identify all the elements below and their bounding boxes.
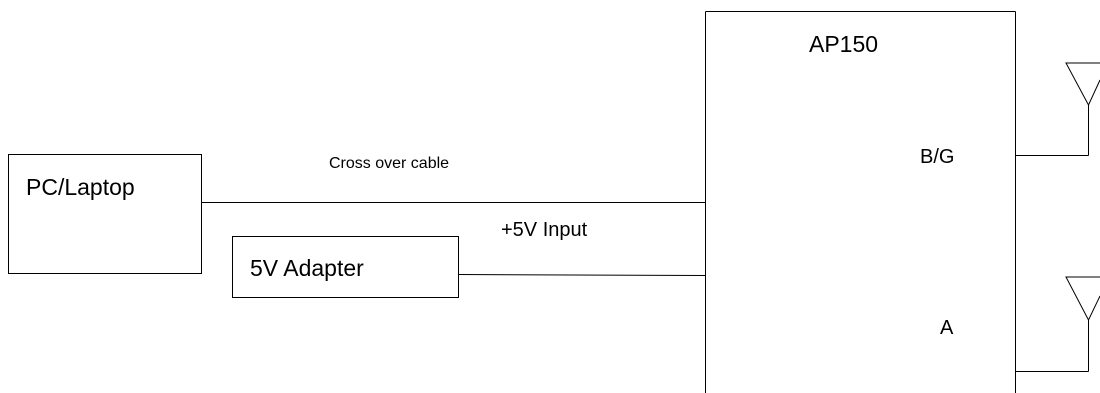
- a-antenna: [1015, 276, 1100, 372]
- port-a-label: A: [940, 317, 954, 339]
- cross-over-cable-label: Cross over cable: [329, 155, 449, 172]
- ap150-node: AP150 B/G A: [705, 11, 1016, 393]
- adapter-box: [232, 236, 459, 298]
- adapter-label: 5V Adapter: [250, 255, 364, 281]
- pc-laptop-node: PC/Laptop: [8, 154, 202, 274]
- port-bg-label: B/G: [920, 146, 954, 168]
- power-connection: +5V Input: [458, 219, 706, 276]
- power-input-label: +5V Input: [501, 219, 588, 241]
- cross-over-connection: Cross over cable: [201, 155, 706, 203]
- power-input-line: [458, 274, 706, 276]
- a-antenna-icon: [1065, 276, 1100, 322]
- pc-laptop-label: PC/Laptop: [26, 174, 135, 200]
- pc-laptop-box: [8, 154, 202, 274]
- bg-antenna: [1015, 62, 1100, 156]
- ap150-label: AP150: [809, 31, 878, 57]
- adapter-node: 5V Adapter: [232, 236, 459, 298]
- bg-antenna-icon: [1065, 62, 1100, 107]
